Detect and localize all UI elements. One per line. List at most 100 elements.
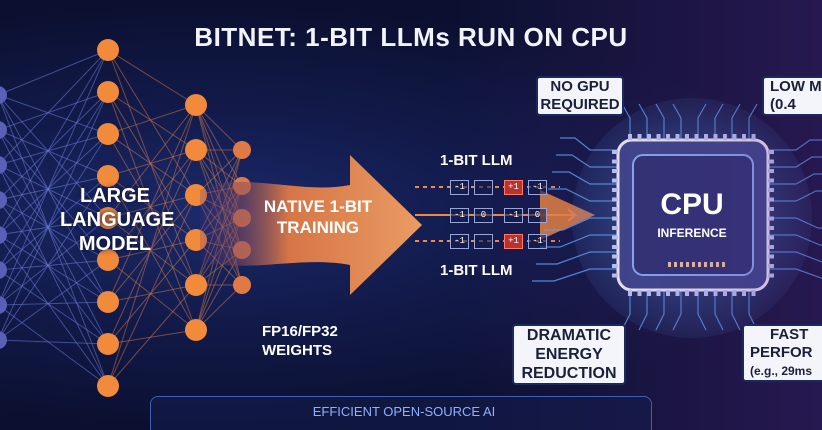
- network-node: [97, 39, 119, 61]
- circuit-traces: [532, 103, 822, 331]
- footer-panel: [150, 396, 652, 430]
- network-edge: [0, 259, 109, 271]
- cpu-pin: [612, 159, 618, 164]
- cpu-pin: [768, 207, 774, 211]
- cpu-pin: [612, 207, 618, 211]
- circuit-trace: [655, 103, 665, 140]
- network-edge: [107, 259, 197, 331]
- llm-label-line-1: LARGE: [80, 185, 150, 207]
- network-node: [185, 139, 207, 161]
- cpu-title: CPU: [660, 188, 724, 221]
- cpu-pin: [628, 134, 632, 140]
- network-node: [97, 81, 119, 103]
- callout-no-gpu: NO GPU REQUIRED: [536, 76, 624, 116]
- cpu-pin: [612, 188, 618, 192]
- circuit-trace: [556, 154, 618, 168]
- circuit-trace: [544, 217, 618, 231]
- cpu-pin: [768, 264, 774, 268]
- network-node: [0, 331, 7, 349]
- network-edge: [107, 91, 197, 241]
- network-node: [233, 141, 251, 159]
- circuit-trace: [672, 290, 682, 331]
- network-edge: [0, 49, 109, 164]
- network-node: [97, 249, 119, 271]
- network-edge: [107, 194, 197, 219]
- circuit-trace: [697, 103, 707, 140]
- cpu-pin: [723, 134, 727, 140]
- cpu-pin: [675, 134, 680, 140]
- circuit-trace: [768, 173, 822, 185]
- cpu-pin: [685, 290, 689, 296]
- network-node: [0, 121, 7, 139]
- cpu-pin: [704, 134, 708, 140]
- bit-weight-cell: -1: [528, 180, 547, 195]
- circuit-trace: [532, 268, 618, 282]
- cpu-pin: [612, 254, 618, 259]
- network-edge: [107, 239, 197, 261]
- weights-label: FP16/FP32 WEIGHTS: [262, 322, 342, 360]
- network-edge: [0, 165, 109, 219]
- network-node: [97, 165, 119, 187]
- native-training-label: NATIVE 1-BIT TRAINING: [258, 196, 378, 238]
- footer-text: EFFICIENT OPEN-SOURCE AI: [312, 404, 496, 419]
- network-edge: [0, 217, 109, 305]
- circuit-trace: [714, 290, 724, 331]
- native-training-line-2: TRAINING: [276, 218, 360, 237]
- cpu-pin: [768, 254, 774, 259]
- bit-weight-cell: -1: [450, 234, 469, 249]
- bit-weight-cell: +1: [504, 234, 523, 249]
- network-edge: [0, 270, 109, 345]
- callout-low-memory: LOW M (0.4: [762, 76, 822, 116]
- cpu-bus-mark: [692, 262, 695, 267]
- cpu-pin: [713, 134, 718, 140]
- network-edge: [0, 131, 109, 261]
- cpu-pin: [713, 290, 718, 296]
- cpu-pin: [612, 235, 618, 240]
- cpu-bus-mark: [710, 262, 713, 267]
- network-node: [97, 333, 119, 355]
- circuit-trace: [536, 251, 618, 265]
- network-node: [97, 123, 119, 145]
- cpu-pin: [612, 245, 618, 249]
- circuit-trace: [768, 234, 822, 246]
- network-edge: [107, 49, 197, 106]
- circuit-trace: [638, 103, 648, 140]
- circuit-trace: [714, 103, 724, 140]
- network-node: [0, 226, 7, 244]
- bit-weight-cell: [474, 234, 493, 249]
- network-edge: [107, 194, 197, 387]
- network-edge: [0, 200, 109, 261]
- big-arrow: [200, 155, 422, 295]
- callout-energy-line-1: DRAMATIC: [526, 327, 612, 344]
- cpu-pin: [768, 188, 774, 192]
- orange-triangle-arrow: [540, 190, 595, 240]
- bit-weight-cell: +1: [504, 180, 523, 195]
- network-edge: [0, 91, 109, 130]
- network-edge: [107, 133, 197, 196]
- weights-line-1: FP16/FP32: [262, 323, 338, 340]
- network-edge: [107, 284, 197, 303]
- cpu-pin: [751, 290, 756, 296]
- cpu-pin: [768, 226, 774, 230]
- network-edge: [0, 339, 109, 345]
- network-edge: [0, 175, 109, 269]
- network-edge: [107, 49, 197, 286]
- callout-fast-line-3: (e.g., 29ms: [750, 364, 813, 378]
- network-edge: [107, 194, 197, 303]
- llm-label-line-3: MODEL: [78, 233, 152, 255]
- cpu-pin: [685, 134, 689, 140]
- network-edge: [0, 236, 109, 387]
- circuit-trace: [655, 290, 665, 331]
- circuit-trace: [540, 234, 618, 248]
- cpu-pin: [612, 150, 618, 154]
- cpu-pin: [666, 134, 670, 140]
- callout-energy: DRAMATIC ENERGY REDUCTION: [512, 324, 626, 385]
- network-edge: [107, 104, 197, 387]
- cpu-pin: [637, 290, 642, 296]
- callout-fast: FAST PERFOR (e.g., 29ms: [742, 324, 822, 382]
- network-node: [185, 319, 207, 341]
- cpu-pin: [666, 290, 670, 296]
- network-edge: [107, 217, 197, 286]
- network-edge: [107, 149, 197, 261]
- network-edge: [107, 239, 197, 345]
